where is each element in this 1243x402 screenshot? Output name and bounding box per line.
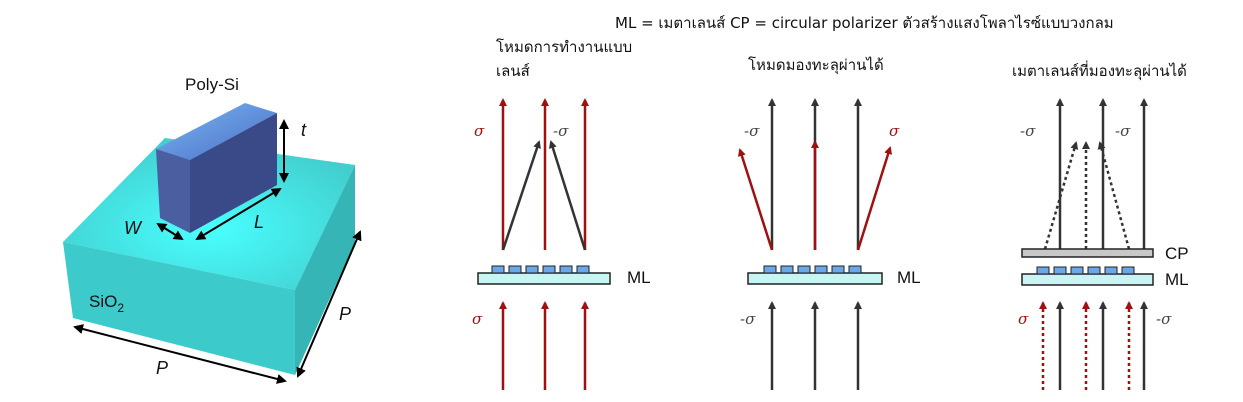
metalens-plate: [1021, 266, 1154, 286]
metalens-plate: [477, 265, 611, 285]
sigma-label: σ: [889, 122, 900, 140]
ml-label: ML: [627, 268, 651, 287]
p-right-dimension-arrow: [296, 230, 362, 378]
panel-title-line1: โหมดการทำงานแบบ: [496, 38, 632, 56]
sigma-label: σ: [474, 122, 485, 140]
p-bottom-dimension-arrow: [73, 324, 287, 384]
deflected-arrow: [738, 148, 774, 251]
panel-title: เมตาเลนส์ที่มองทะลุผ่านได้: [1012, 60, 1187, 81]
pillar-front-face: [156, 149, 190, 233]
focused-arrow: [501, 140, 541, 251]
sigma-label: σ: [472, 310, 483, 328]
sigma-label: -σ: [1020, 122, 1036, 140]
pillar-top-face: [156, 103, 277, 160]
panel-lens-mode: โหมดการทำงานแบบ เลนส์ ML σ -σ σ: [472, 38, 651, 390]
blocked-focused-arrow: [1043, 141, 1079, 250]
sigma-label: σ: [1018, 310, 1029, 328]
deflected-arrow: [856, 146, 893, 251]
w-label: W: [124, 218, 143, 238]
panel-transparent-mode: โหมดมองทะลุผ่านได้ ML -σ σ -σ: [738, 56, 921, 390]
metalens-plate: [747, 265, 883, 285]
l-dimension-arrow: [195, 187, 282, 241]
sigma-label: -σ: [740, 310, 756, 328]
l-label: L: [254, 212, 264, 232]
sigma-label: -σ: [744, 122, 760, 140]
poly-si-label: Poly-Si: [185, 75, 239, 94]
panel-title: โหมดมองทะลุผ่านได้: [748, 56, 884, 75]
sigma-label: -σ: [553, 122, 569, 140]
legend-text: ML = เมตาเลนส์ CP = circular polarizer ต…: [615, 14, 1114, 32]
sigma-label: -σ: [1115, 122, 1131, 140]
p-right-label: P: [339, 304, 351, 324]
panel-title-line2: เลนส์: [496, 62, 530, 80]
panel-transparent-metalens: เมตาเลนส์ที่มองทะลุผ่านได้ CP ML -σ -σ σ…: [1012, 60, 1189, 390]
sio2-label: SiO2: [89, 292, 124, 315]
circular-polarizer-plate: [1021, 248, 1154, 258]
cp-label: CP: [1165, 244, 1189, 263]
unit-cell-structure: Poly-Si t W L P P SiO2: [63, 75, 362, 384]
w-dimension-arrow: [156, 222, 184, 241]
p-bottom-label: P: [156, 358, 168, 378]
blocked-focused-arrow: [1097, 141, 1131, 250]
t-label: t: [301, 120, 307, 140]
ml-label: ML: [897, 268, 921, 287]
sigma-label: -σ: [1156, 310, 1172, 328]
ml-label: ML: [1165, 270, 1189, 289]
focused-arrow: [548, 140, 587, 251]
